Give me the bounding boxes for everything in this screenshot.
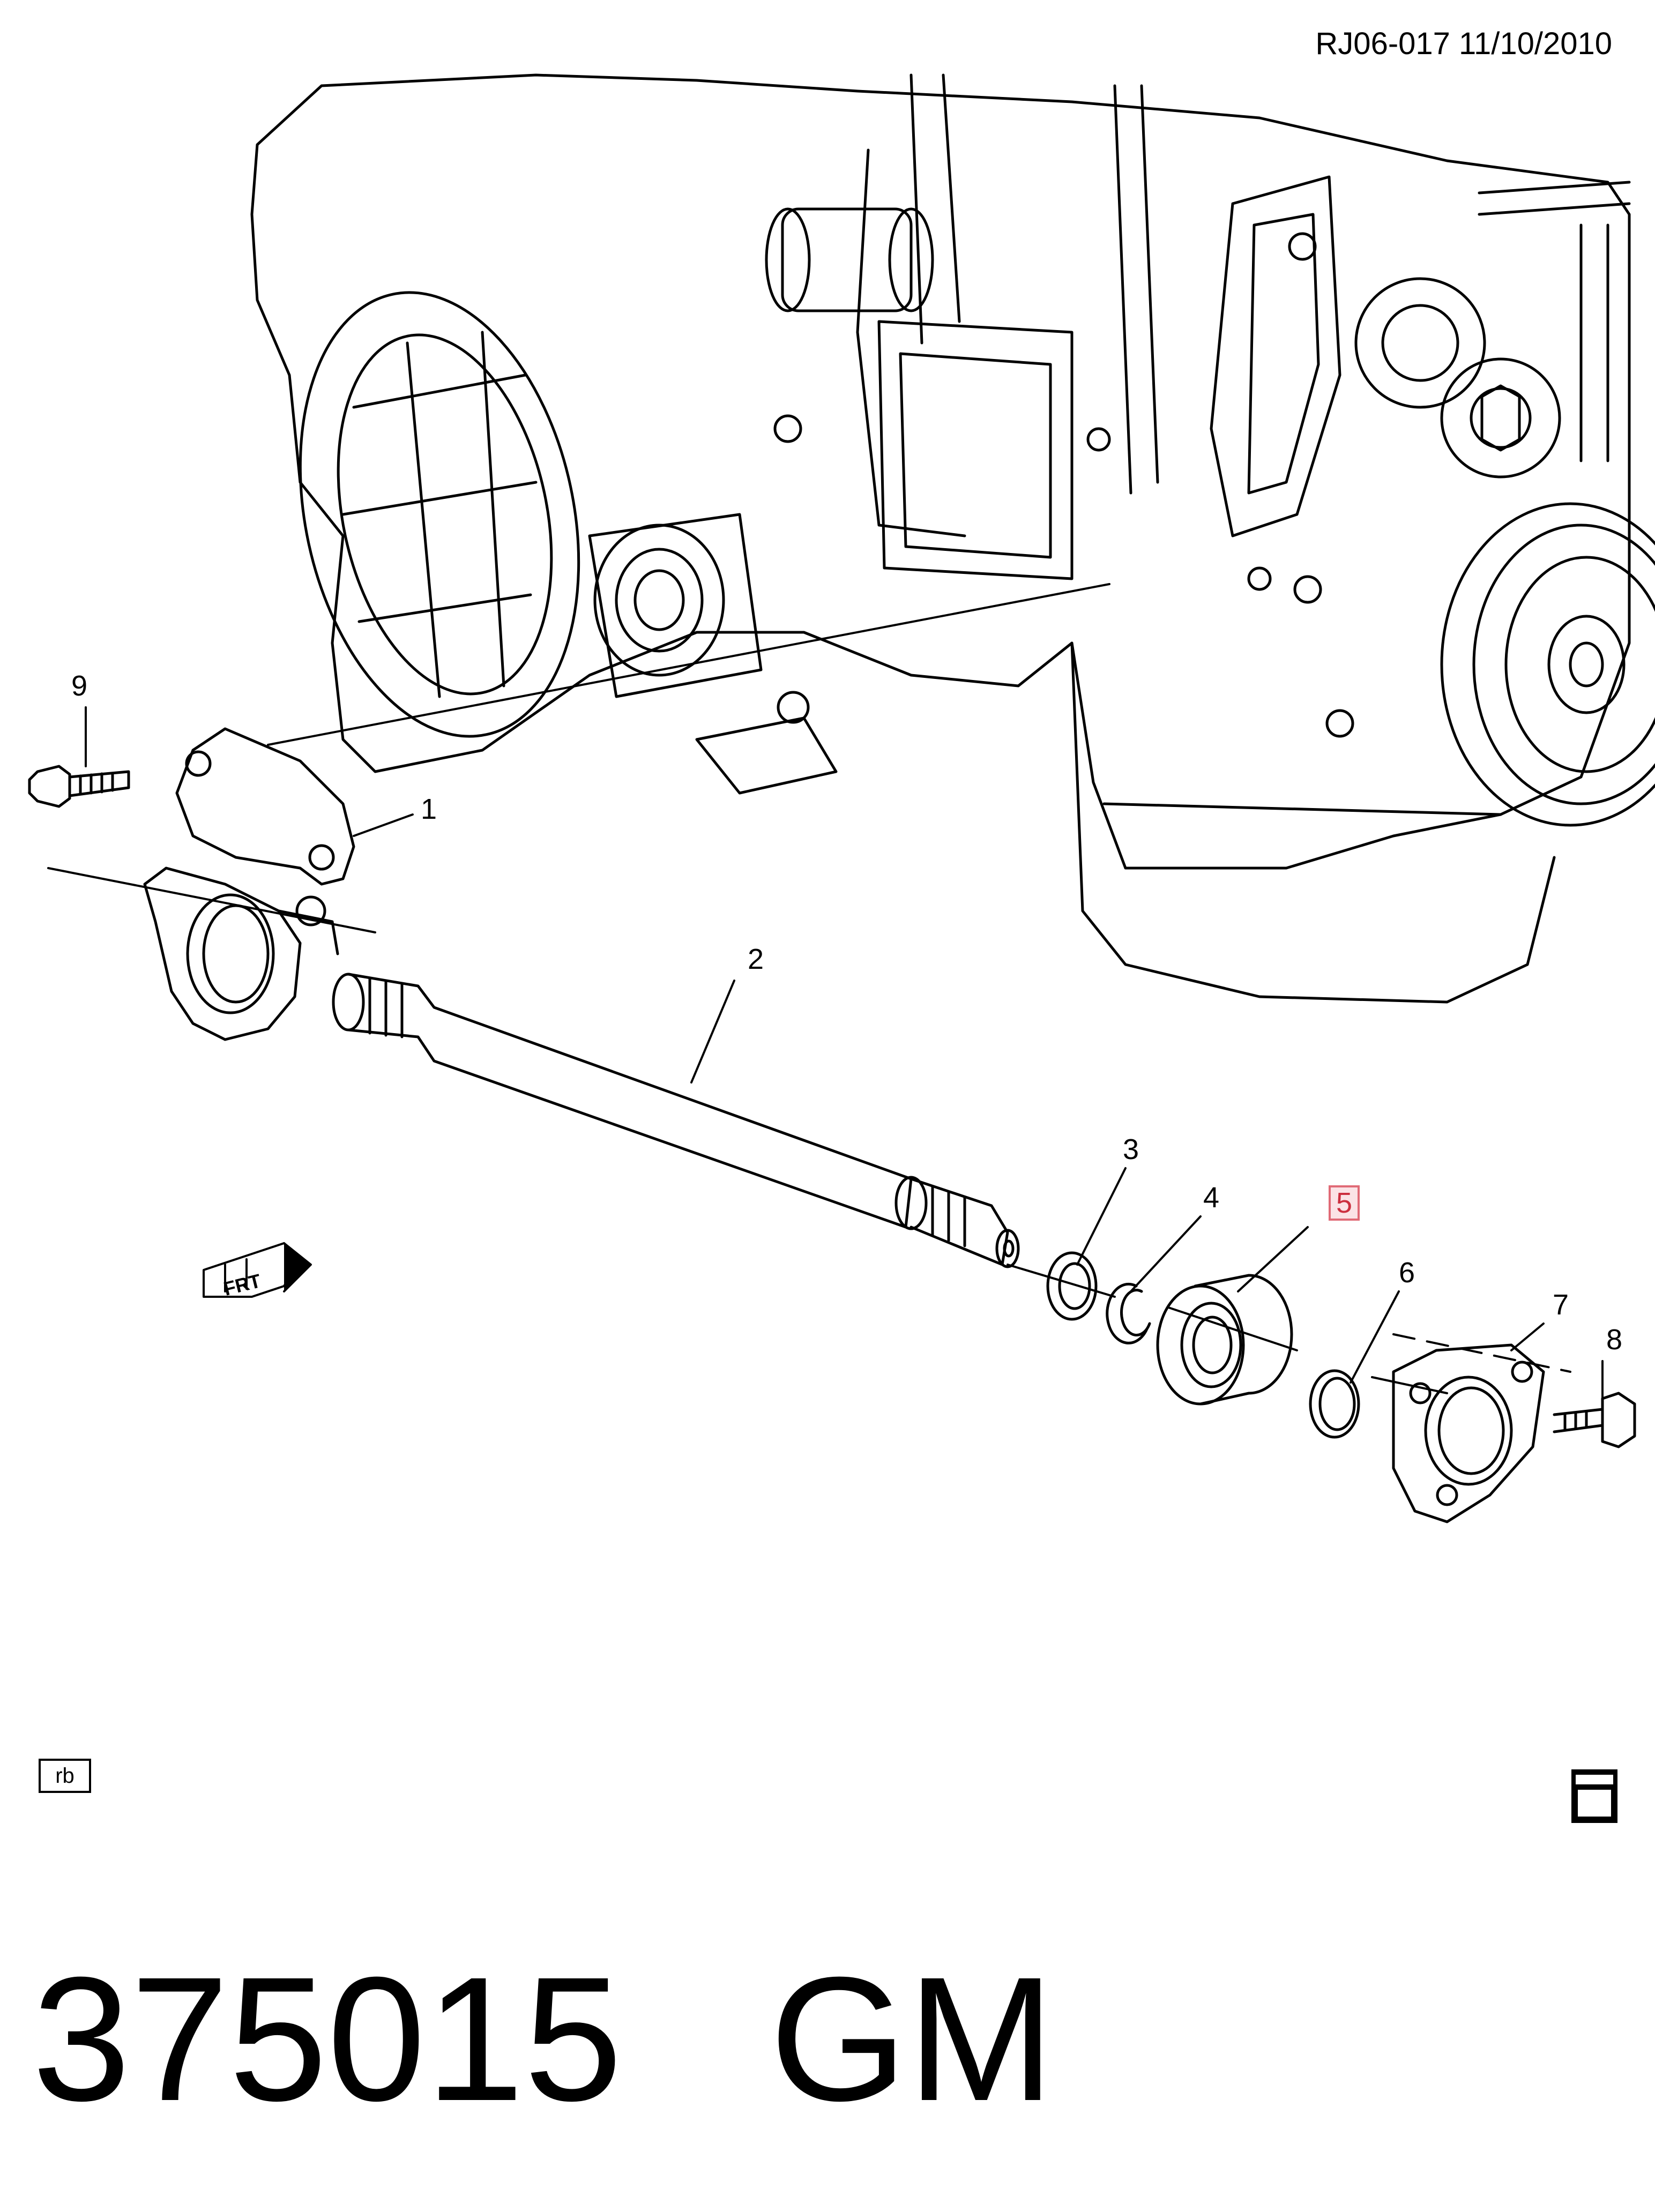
part-4-snap-ring [1106,1282,1151,1344]
callout-3: 3 [1122,1133,1139,1165]
part-3-washer [1046,1251,1098,1321]
part-6-retaining-ring [1309,1369,1360,1439]
part-5-bearing [1156,1274,1293,1406]
part-2-axle-shaft [332,973,1020,1268]
front-arrow-icon [203,1242,312,1298]
callout-1: 1 [420,793,437,825]
callout-leaders [85,706,1604,1400]
part-7-plate [1392,1343,1545,1523]
callout-2: 2 [747,943,764,975]
callout-8: 8 [1606,1324,1623,1356]
gm-logo-icon [1571,1769,1617,1823]
part-1-bracket [143,727,355,1041]
callout-6: 6 [1398,1257,1415,1289]
part-9-bolt [28,765,130,808]
part-8-bolt [1553,1392,1636,1448]
rb-label-box: rb [39,1759,91,1793]
reference-code: RJ06-017 11/10/2010 [1315,26,1612,61]
part-number-title: 375015 GM [32,1940,1055,2138]
callout-7: 7 [1552,1289,1569,1321]
callout-4: 4 [1203,1182,1220,1214]
engine-assembly [250,73,1655,1004]
callout-5: 5 [1328,1185,1360,1221]
callout-9: 9 [71,670,88,702]
